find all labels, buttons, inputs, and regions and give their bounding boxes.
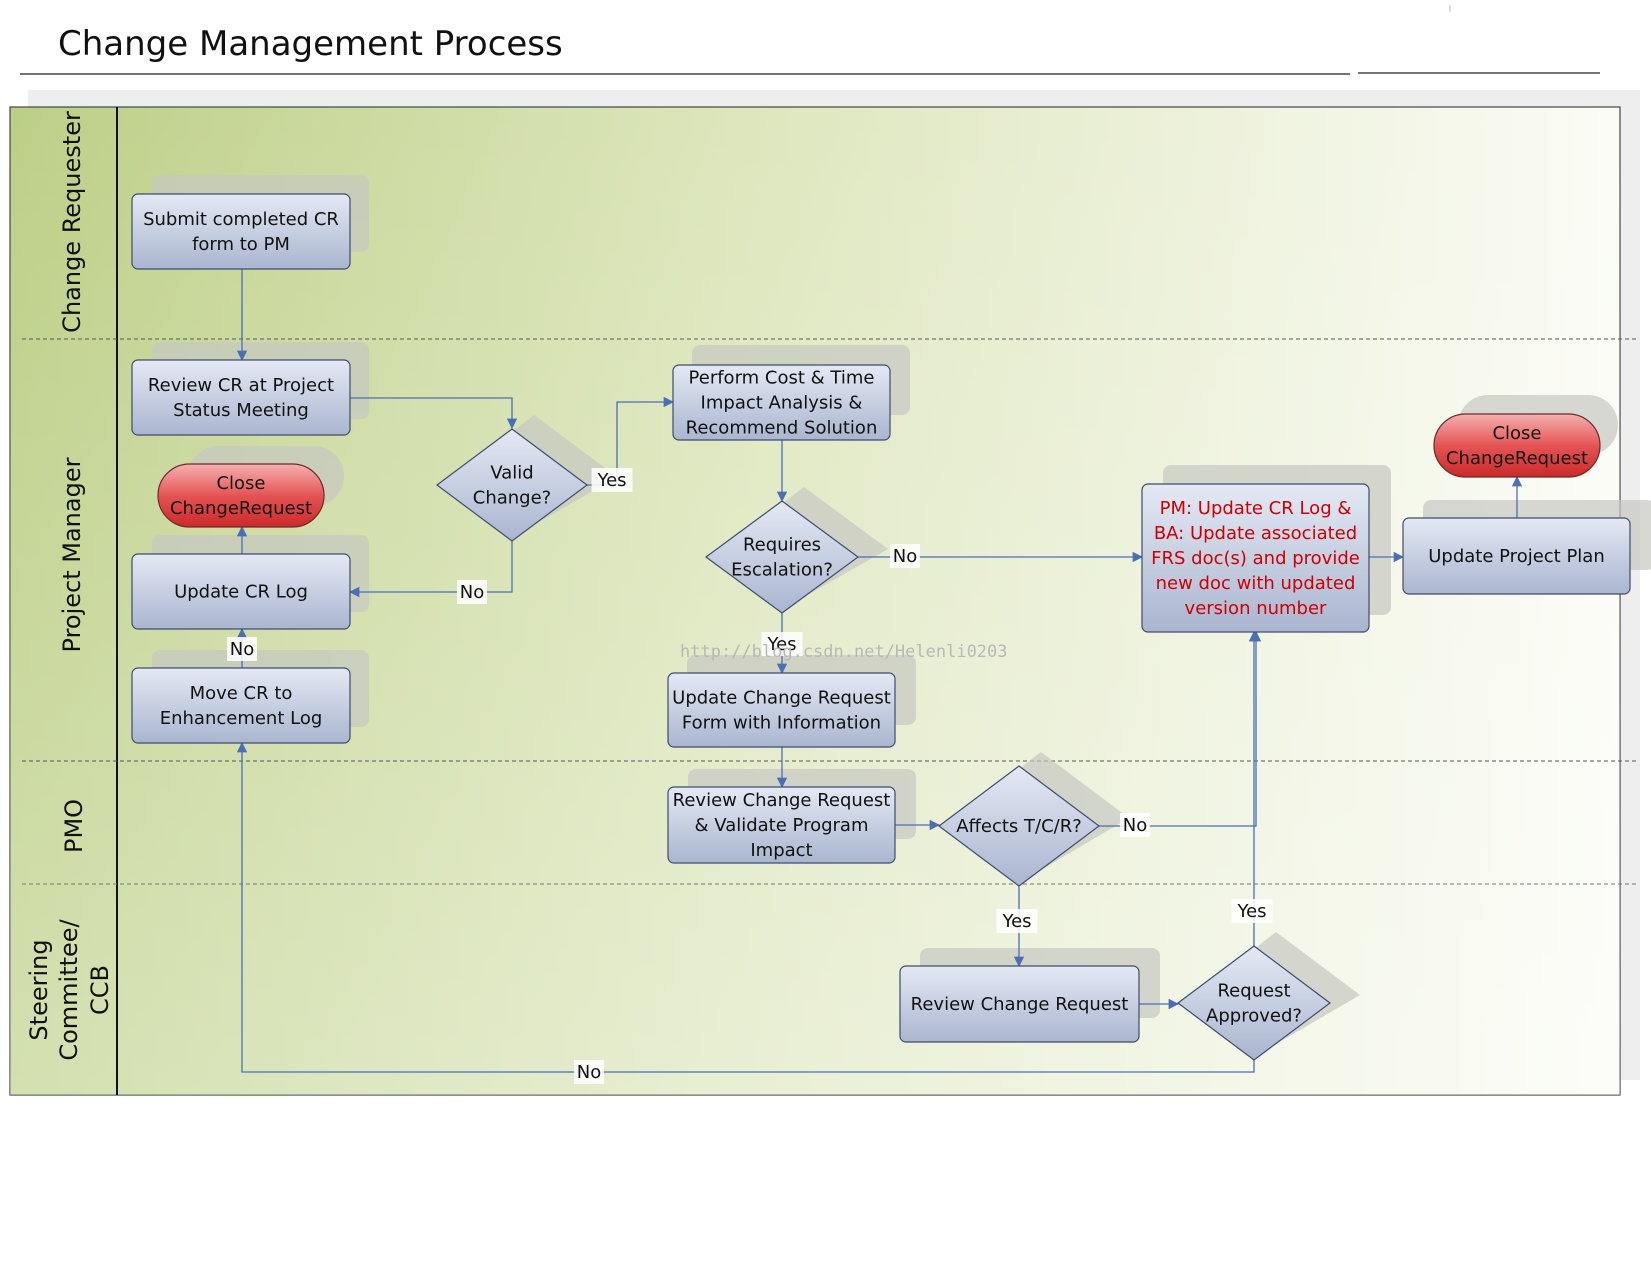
node-label: Requires — [743, 535, 821, 556]
submit-cr-node: Submit completed CR form to PM — [131, 193, 351, 270]
decision-shape — [1177, 945, 1331, 1061]
connector-label: No — [577, 1062, 601, 1083]
lane-label-steering-line: Steering — [25, 939, 53, 1040]
decision-shape — [704, 500, 860, 614]
nodes: Submit completed CR form to PM Review CR a… — [131, 193, 1631, 1061]
node-label: Update Project Plan — [1428, 546, 1605, 567]
connector-label-bg — [1231, 899, 1273, 923]
pm-ba-update-node: PM: Update CR Log & BA: Update associated… — [1141, 483, 1370, 633]
process-shape — [131, 359, 351, 436]
node-label: Update CR Log — [174, 582, 308, 603]
node-label: BA: Update associated — [1154, 523, 1357, 544]
connector-label: No — [1123, 815, 1147, 836]
node-label: & Validate Program — [695, 815, 869, 836]
node-label: version number — [1185, 598, 1327, 619]
connector-label: Yes — [1236, 901, 1266, 922]
node-label: Review CR at Project — [148, 375, 334, 396]
connector-label: No — [893, 546, 917, 567]
page-title: Change Management Process — [58, 24, 563, 64]
connector-label: No — [230, 639, 254, 660]
watermark: http://blog.csdn.net/Helenli0203 — [680, 642, 1008, 662]
connector-approved-no — [236, 741, 1255, 1073]
process-shape — [899, 965, 1140, 1043]
node-label: ChangeRequest — [1446, 448, 1588, 469]
process-shape — [1402, 517, 1631, 595]
node-label: Affects T/C/R? — [956, 816, 1082, 837]
connector-label: No — [460, 582, 484, 603]
lane-label-steering-line: CCB — [86, 965, 114, 1015]
node-label: Change? — [473, 488, 551, 509]
review-change-request-node: Review Change Request — [899, 965, 1140, 1043]
process-shape — [667, 786, 896, 864]
process-shape — [131, 667, 351, 744]
node-label: Request — [1217, 981, 1290, 1002]
node-label: Review Change Request — [911, 994, 1129, 1015]
connector-label-bg — [761, 632, 803, 656]
lane-label-pmo: PMO — [60, 799, 88, 853]
node-label: ChangeRequest — [170, 498, 312, 519]
process-shape — [131, 553, 351, 630]
decision-shape — [435, 428, 589, 542]
connector-label-bg — [1120, 813, 1150, 837]
node-label: Review Change Request — [673, 790, 891, 811]
lane-label-project-manager: Project Manager — [58, 457, 86, 652]
node-label: Submit completed CR — [143, 209, 339, 230]
review-validate-program-node: Review Change Request & Validate ProgramI… — [667, 786, 896, 864]
node-label: Close — [1492, 423, 1541, 444]
node-label: form to PM — [192, 234, 290, 255]
update-project-plan-node: Update Project Plan — [1402, 517, 1631, 595]
process-shape — [672, 364, 891, 441]
node-label: Recommend Solution — [686, 418, 878, 439]
process-shape — [1141, 483, 1370, 633]
connector-review-to-valid — [350, 397, 518, 430]
connector-label-bg — [457, 580, 487, 604]
node-label: Status Meeting — [173, 400, 309, 421]
node-label: Valid — [490, 463, 533, 484]
move-cr-enhancement-node: Move CR to Enhancement Log — [131, 667, 351, 744]
process-shape — [131, 193, 351, 270]
node-label: Approved? — [1206, 1006, 1302, 1027]
lane-label-change-requester: Change Requester — [58, 111, 86, 333]
connector-label-bg — [227, 637, 257, 661]
node-label: Form with Information — [682, 713, 881, 734]
node-label: Impact — [750, 840, 812, 861]
node-label: new doc with updated — [1156, 573, 1356, 594]
node-label: Enhancement Log — [160, 708, 323, 729]
node-label: Move CR to — [190, 683, 293, 704]
process-shape — [667, 672, 896, 748]
lane-label-steering: Steering Committee/ CCB — [25, 918, 114, 1060]
terminator-shape — [157, 463, 325, 528]
connector-label-bg — [591, 468, 633, 492]
node-label: Close — [216, 473, 265, 494]
node-label: Update Change Request — [672, 688, 891, 709]
affects-tcr-node: Affects T/C/R? — [938, 765, 1100, 887]
connector-valid-no — [348, 541, 513, 598]
connector-label-bg — [996, 909, 1038, 933]
connector-label-bg — [890, 544, 920, 568]
connector-label-bg — [574, 1060, 604, 1084]
connector-label: Yes — [766, 634, 796, 655]
node-label: Escalation? — [731, 560, 833, 581]
connector-label: Yes — [596, 470, 626, 491]
node-label: Impact Analysis & — [701, 393, 863, 414]
connector-affects-no — [1099, 630, 1262, 827]
connector-label: Yes — [1001, 911, 1031, 932]
lane-label-steering-line: Committee/ — [55, 918, 83, 1060]
update-cr-log-node: Update CR Log — [131, 553, 351, 630]
terminator-shape — [1433, 413, 1601, 478]
node-label: Perform Cost & Time — [689, 368, 875, 389]
node-label: PM: Update CR Log & — [1160, 498, 1352, 519]
node-label: FRS doc(s) and provide — [1151, 548, 1360, 569]
decision-shape — [938, 765, 1100, 887]
